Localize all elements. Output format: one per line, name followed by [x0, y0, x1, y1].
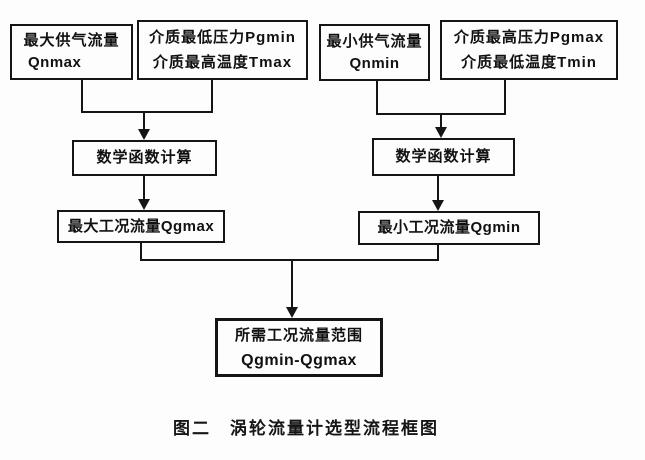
node-sublabel: Qnmax [28, 54, 82, 71]
node-math-calc-right: 数学函数计算 [372, 138, 515, 176]
node-label: 数学函数计算 [96, 149, 193, 166]
connector-line [143, 111, 145, 130]
connector-line [291, 259, 293, 308]
connector-line [140, 259, 439, 261]
node-min-working-flow: 最小工况流量Qgmin [358, 211, 540, 245]
connector-line [81, 111, 213, 113]
node-max-supply-flow: 最大供气流量 Qnmax [10, 24, 133, 80]
node-sublabel: Qgmin-Qgmax [241, 351, 357, 369]
arrow-down-icon [432, 200, 444, 211]
node-max-pressure-min-temp: 介质最高压力Pgmax 介质最低温度Tmin [440, 20, 618, 80]
connector-line [81, 80, 83, 113]
figure-caption: 图二 涡轮流量计选型流程框图 [173, 419, 439, 438]
connector-line [376, 81, 378, 115]
node-label: 最大工况流量Qgmax [67, 217, 215, 235]
arrow-down-icon [435, 127, 447, 138]
connector-line [140, 243, 142, 261]
connector-line [504, 80, 506, 115]
arrow-down-icon [138, 199, 150, 210]
node-label: 介质最低温度Tmin [461, 54, 597, 71]
node-math-calc-left: 数学函数计算 [72, 140, 217, 176]
node-label: 数学函数计算 [395, 148, 492, 165]
node-max-working-flow: 最大工况流量Qgmax [57, 210, 225, 243]
node-required-range: 所需工况流量范围 Qgmin-Qgmax [215, 318, 383, 377]
node-label: 最小工况流量Qgmin [377, 219, 521, 236]
connector-line [143, 176, 145, 201]
node-label: 介质最高温度Tmax [152, 54, 293, 71]
arrow-down-icon [138, 129, 150, 140]
node-min-supply-flow: 最小供气流量 Qnmin [319, 24, 430, 81]
node-label: 所需工况流量范围 [234, 326, 363, 344]
connector-line [211, 80, 213, 113]
node-min-pressure-max-temp: 介质最低压力Pgmin 介质最高温度Tmax [137, 20, 308, 80]
connector-line [437, 176, 439, 202]
node-label: 最大供气流量 [23, 32, 120, 49]
node-label: 最小供气流量 [326, 32, 423, 50]
node-sublabel: Qnmin [349, 54, 400, 72]
arrow-down-icon [286, 307, 298, 318]
connector-line [437, 245, 439, 261]
node-label: 介质最低压力Pgmin [149, 29, 296, 46]
node-label: 介质最高压力Pgmax [453, 29, 605, 46]
connector-line [440, 113, 442, 128]
